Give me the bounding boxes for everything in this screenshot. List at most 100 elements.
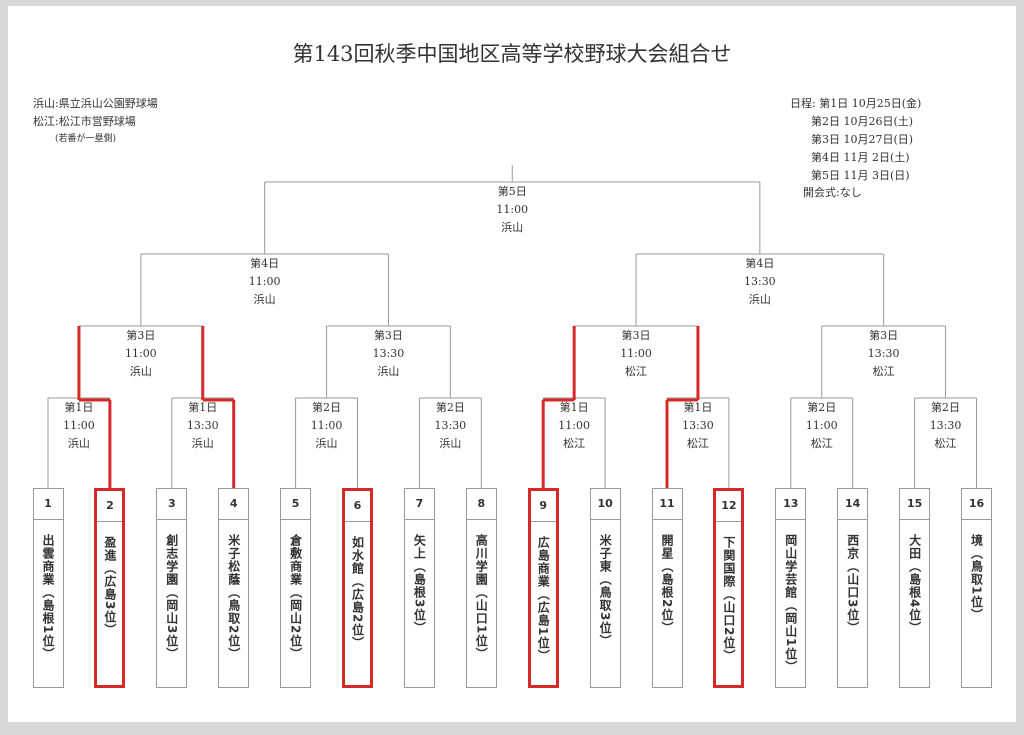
team-name: 境（鳥取1位） xyxy=(969,534,984,622)
first-base-note: (若番が一塁側) xyxy=(55,134,117,144)
team-box: 11 開星（島根2位） xyxy=(651,488,683,688)
match-venue: 松江 xyxy=(686,437,709,450)
team-box: 15 大田（島根4位） xyxy=(899,488,931,688)
match-time: 13:30 xyxy=(434,419,467,432)
match-venue: 松江 xyxy=(625,365,648,378)
schedule-line: 第2日 10月26日(土) xyxy=(790,115,914,128)
match-day: 第3日 xyxy=(621,329,651,342)
team-name: 広島商業（広島1位） xyxy=(536,536,551,663)
match-time: 11:00 xyxy=(558,419,590,432)
team-box: 7 矢上（島根3位） xyxy=(403,488,435,688)
team-name: 大田（島根4位） xyxy=(907,534,922,635)
match-venue: 浜山 xyxy=(67,437,90,450)
team-name: 矢上（島根3位） xyxy=(412,534,427,635)
match-venue: 松江 xyxy=(934,437,957,450)
team-name: 盈進（広島3位） xyxy=(102,536,117,637)
match-info: 第1日 11:00 松江 xyxy=(529,399,619,453)
match-day: 第2日 xyxy=(931,401,961,414)
match-day: 第4日 xyxy=(745,257,775,270)
match-info: 第2日 13:30 浜山 xyxy=(405,399,495,453)
opening-ceremony: 開会式:なし xyxy=(803,186,862,199)
team-number: 12 xyxy=(716,491,742,522)
team-number: 9 xyxy=(530,491,556,522)
team-name: 岡山学芸館（岡山1位） xyxy=(783,534,798,674)
team-number: 1 xyxy=(33,489,63,520)
match-time: 13:30 xyxy=(186,419,219,432)
match-day: 第3日 xyxy=(126,329,156,342)
match-venue: 浜山 xyxy=(748,293,771,306)
schedule-line: 日程: 第1日 10月25日(金) xyxy=(790,97,922,110)
match-time: 13:30 xyxy=(929,419,962,432)
match-venue: 浜山 xyxy=(439,437,462,450)
match-venue: 松江 xyxy=(872,365,895,378)
match-time: 11:00 xyxy=(248,275,281,288)
schedule-line: 第5日 11月 3日(日) xyxy=(790,169,910,182)
match-time: 11:00 xyxy=(620,347,652,360)
schedule-line: 第4日 11月 2日(土) xyxy=(790,151,910,164)
venue-hamayama: 浜山:県立浜山公園野球場 xyxy=(33,97,158,110)
match-time: 13:30 xyxy=(682,419,714,432)
match-time: 13:30 xyxy=(867,347,900,360)
match-venue: 浜山 xyxy=(501,221,524,234)
match-info: 第5日 11:00 浜山 xyxy=(467,183,557,237)
team-number: 3 xyxy=(157,489,187,520)
team-name: 西京（山口3位） xyxy=(845,534,860,635)
match-time: 11:00 xyxy=(496,203,529,216)
team-number: 13 xyxy=(776,489,806,520)
team-number: 8 xyxy=(466,489,496,520)
team-number: 11 xyxy=(652,489,682,520)
match-venue: 浜山 xyxy=(129,365,152,378)
team-number: 7 xyxy=(404,489,434,520)
match-time: 11:00 xyxy=(124,347,157,360)
team-number: 5 xyxy=(281,489,311,520)
page-title: 第143回秋季中国地区高等学校野球大会組合せ xyxy=(292,42,732,66)
match-day: 第2日 xyxy=(807,401,837,414)
team-number: 15 xyxy=(900,489,930,520)
team-box: 3 創志学園（岡山3位） xyxy=(156,488,188,688)
team-name: 米子松蔭（鳥取2位） xyxy=(226,534,241,661)
venue-matsue: 松江:松江市営野球場 xyxy=(33,115,136,128)
match-info: 第2日 11:00 松江 xyxy=(777,399,867,453)
match-time: 13:30 xyxy=(743,275,776,288)
match-day: 第5日 xyxy=(497,185,527,198)
match-venue: 松江 xyxy=(563,437,586,450)
match-time: 11:00 xyxy=(310,419,343,432)
team-box: 13 岡山学芸館（岡山1位） xyxy=(775,488,807,688)
match-venue: 浜山 xyxy=(377,365,400,378)
match-time: 11:00 xyxy=(805,419,838,432)
team-box: 8 高川学園（山口1位） xyxy=(465,488,497,688)
match-info: 第4日 13:30 浜山 xyxy=(715,255,805,309)
team-box: 12 下関国際（山口2位） xyxy=(713,488,745,688)
team-name: 高川学園（山口1位） xyxy=(474,534,489,661)
team-box: 4 米子松蔭（鳥取2位） xyxy=(218,488,250,688)
match-info: 第3日 11:00 浜山 xyxy=(96,327,186,381)
match-venue: 浜山 xyxy=(315,437,338,450)
team-number: 2 xyxy=(97,491,123,522)
match-day: 第1日 xyxy=(683,401,713,414)
match-info: 第3日 11:00 松江 xyxy=(591,327,681,381)
match-info: 第2日 13:30 松江 xyxy=(901,399,991,453)
schedule-line: 第3日 10月27日(日) xyxy=(790,133,914,146)
match-info: 第1日 13:30 松江 xyxy=(653,399,743,453)
match-venue: 松江 xyxy=(810,437,833,450)
match-day: 第1日 xyxy=(559,401,589,414)
match-time: 13:30 xyxy=(372,347,405,360)
match-day: 第3日 xyxy=(373,329,403,342)
team-number: 4 xyxy=(219,489,249,520)
match-info: 第3日 13:30 浜山 xyxy=(343,327,433,381)
team-box: 9 広島商業（広島1位） xyxy=(527,488,559,688)
match-venue: 浜山 xyxy=(191,437,214,450)
team-name: 如水館（広島2位） xyxy=(350,536,365,650)
team-name: 開星（島根2位） xyxy=(660,534,674,635)
team-name: 下関国際（山口2位） xyxy=(721,536,736,663)
match-day: 第2日 xyxy=(435,401,465,414)
team-name: 創志学園（岡山3位） xyxy=(164,534,179,661)
